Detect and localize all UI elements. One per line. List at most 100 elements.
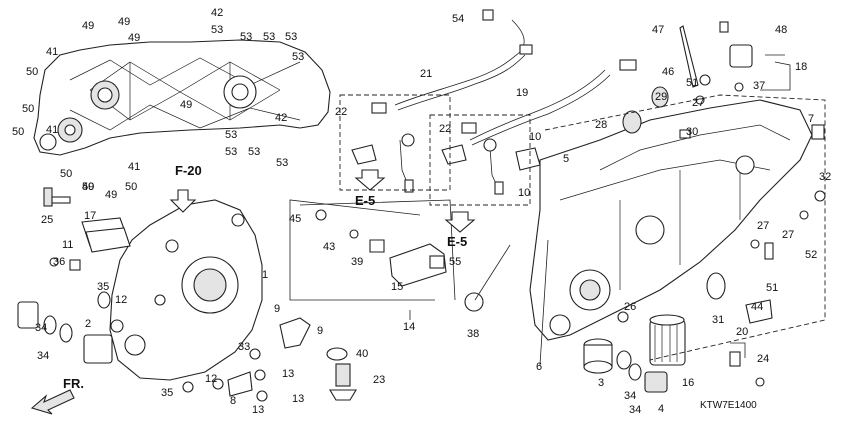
part-number-label: 24 [757, 353, 769, 365]
part-number-label: 4 [658, 403, 664, 415]
part-number-label: 40 [356, 348, 368, 360]
part-number-label: 52 [805, 249, 817, 261]
part-number-label: 9 [317, 325, 323, 337]
part-number-label: 50 [82, 181, 94, 193]
part-number-label: 14 [403, 321, 415, 333]
crankcase-frame [544, 94, 826, 361]
part-number-label: 49 [128, 32, 140, 44]
ref-e5-a: E-5 [355, 193, 375, 208]
left-crankcase [109, 199, 263, 381]
part-number-label: 12 [115, 294, 127, 306]
part-number-label: 31 [712, 314, 724, 326]
part-number-label: 35 [161, 387, 173, 399]
part-number-label: 46 [662, 66, 674, 78]
left-crankcase-cover [33, 39, 331, 156]
part-number-label: 44 [751, 301, 763, 313]
part-number-label: 3 [598, 377, 604, 389]
part-number-label: 10 [529, 131, 541, 143]
seal-rings [326, 86, 726, 381]
part-number-label: 41 [46, 46, 58, 58]
e5-arrow-a [354, 169, 386, 191]
right-crankcase [529, 99, 813, 341]
part-number-label: 48 [775, 24, 787, 36]
harness-group-frame-b [429, 114, 531, 206]
part-number-label: 22 [335, 106, 347, 118]
part-number-label: 50 [12, 126, 24, 138]
part-number-label: 50 [60, 168, 72, 180]
ref-f20: F-20 [175, 163, 202, 178]
part-number-label: 33 [238, 341, 250, 353]
part-number-label: 49 [180, 99, 192, 111]
part-number-label: 34 [629, 404, 641, 416]
part-number-label: 29 [655, 91, 667, 103]
part-number-label: 47 [652, 24, 664, 36]
part-number-label: 37 [753, 80, 765, 92]
part-number-label: 22 [439, 123, 451, 135]
part-number-label: 34 [624, 390, 636, 402]
left-cover-small-parts [17, 187, 131, 364]
part-number-label: 35 [97, 281, 109, 293]
part-number-label: 25 [41, 214, 53, 226]
part-number-label: 41 [128, 161, 140, 173]
drain-bolt [644, 371, 668, 393]
part-number-label: 53 [225, 146, 237, 158]
oil-filter [649, 314, 686, 366]
part-number-label: 8 [230, 395, 236, 407]
part-number-label: 39 [351, 256, 363, 268]
part-number-label: 49 [118, 16, 130, 28]
part-number-label: 43 [323, 241, 335, 253]
part-number-label: 19 [516, 87, 528, 99]
part-number-label: 32 [819, 171, 831, 183]
part-number-label: 21 [420, 68, 432, 80]
part-number-label: 20 [736, 326, 748, 338]
part-number-label: 17 [84, 210, 96, 222]
wiring-harness [371, 19, 637, 195]
part-number-label: 27 [782, 229, 794, 241]
part-number-label: 53 [248, 146, 260, 158]
part-number-label: 34 [35, 322, 47, 334]
part-number-label: 7 [808, 113, 814, 125]
front-label: FR. [63, 376, 84, 391]
diagram-code: KTW7E1400 [700, 400, 757, 411]
part-number-label: 5 [563, 153, 569, 165]
part-number-label: 38 [467, 328, 479, 340]
part-number-label: 23 [373, 374, 385, 386]
part-number-label: 15 [391, 281, 403, 293]
part-number-label: 12 [205, 373, 217, 385]
e5-arrow-b [444, 211, 476, 233]
part-number-label: 50 [22, 103, 34, 115]
front-arrow [30, 389, 75, 415]
leader-lines [289, 54, 791, 366]
part-number-label: 36 [53, 256, 65, 268]
part-number-label: 53 [276, 157, 288, 169]
part-number-label: 16 [682, 377, 694, 389]
part-number-label: 26 [624, 301, 636, 313]
part-number-label: 42 [275, 112, 287, 124]
part-number-label: 49 [105, 189, 117, 201]
part-number-label: 50 [26, 66, 38, 78]
part-number-label: 28 [595, 119, 607, 131]
part-number-label: 27 [757, 220, 769, 232]
part-number-label: 49 [82, 20, 94, 32]
part-number-label: 34 [37, 350, 49, 362]
part-number-label: 53 [285, 31, 297, 43]
part-number-label: 1 [262, 269, 268, 281]
part-number-label: 11 [62, 239, 73, 251]
part-number-label: 13 [292, 393, 304, 405]
part-number-label: 42 [211, 7, 223, 19]
part-number-label: 10 [518, 187, 530, 199]
part-number-label: 51 [766, 282, 778, 294]
part-number-label: 53 [225, 129, 237, 141]
ref-e5-b: E-5 [447, 234, 467, 249]
part-number-label: 53 [211, 24, 223, 36]
part-number-label: 53 [263, 31, 275, 43]
part-number-label: 53 [240, 31, 252, 43]
part-number-label: 2 [85, 318, 91, 330]
part-number-label: 27 [692, 97, 704, 109]
part-number-label: 49 [82, 181, 94, 193]
part-number-label: 50 [125, 181, 137, 193]
part-number-label: 54 [452, 13, 464, 25]
part-number-label: 53 [292, 51, 304, 63]
